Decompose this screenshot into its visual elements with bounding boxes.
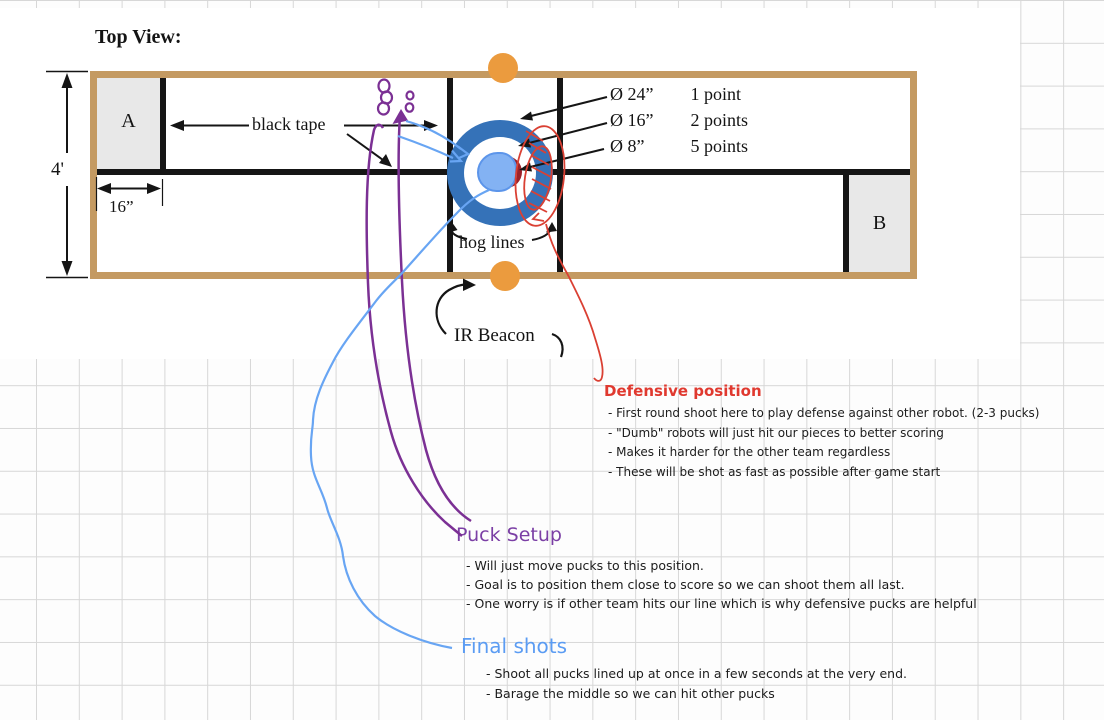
page-title: Top View: (95, 26, 182, 48)
black-tape-label: black tape (252, 114, 326, 134)
note-line: - Goal is to position them close to scor… (466, 577, 905, 592)
zone-width-dimension-label: 16” (109, 197, 134, 216)
diameter-label: Ø 8” (610, 136, 645, 156)
note-line: - These will be shot as fast as possible… (608, 464, 941, 479)
defensive-position-heading: Defensive position (604, 382, 762, 400)
hog-lines-label: hog lines (459, 232, 525, 252)
zone-a (97, 78, 160, 169)
scoring-row: Ø 24” 1 point (610, 84, 748, 110)
points-label: 1 point (690, 84, 742, 104)
puck-setup-heading: Puck Setup (456, 524, 562, 546)
note-line: - Makes it harder for the other team reg… (608, 445, 891, 459)
zone-a-label: A (121, 110, 136, 132)
note-line: - One worry is if other team hits our li… (466, 596, 977, 611)
zone-a-line (160, 78, 166, 175)
diameter-label: Ø 16” (610, 110, 654, 130)
ir-beacon-bottom (490, 261, 520, 291)
zone-b (849, 175, 910, 272)
puck-marker (477, 152, 517, 192)
zone-b-label: B (872, 212, 887, 234)
defensive-position-notes: - First round shoot here to play defense… (608, 404, 1039, 482)
ir-beacon-label: IR Beacon (454, 325, 535, 346)
puck-setup-notes: - Will just move pucks to this position.… (466, 556, 977, 613)
scoring-row: Ø 8” 5 points (610, 136, 748, 162)
zone-b-line (843, 175, 849, 272)
points-label: 5 points (690, 136, 749, 156)
scoring-legend: Ø 24” 1 point Ø 16” 2 points Ø 8” 5 poin… (610, 84, 748, 162)
final-shots-notes: - Shoot all pucks lined up at once in a … (486, 664, 907, 704)
note-line: - First round shoot here to play defense… (608, 406, 1040, 420)
diameter-label: Ø 24” (610, 84, 654, 104)
hog-line-right (557, 78, 563, 272)
final-shots-heading: Final shots (461, 634, 568, 658)
height-dimension-label: 4' (51, 159, 64, 180)
scoring-row: Ø 16” 2 points (610, 110, 748, 136)
note-line: - Shoot all pucks lined up at once in a … (486, 666, 907, 681)
note-line: - "Dumb" robots will just hit our pieces… (608, 425, 944, 440)
points-label: 2 points (690, 110, 749, 130)
note-line: - Barage the middle so we can hit other … (486, 686, 775, 701)
note-line: - Will just move pucks to this position. (466, 558, 704, 573)
ir-beacon-top (488, 53, 518, 83)
